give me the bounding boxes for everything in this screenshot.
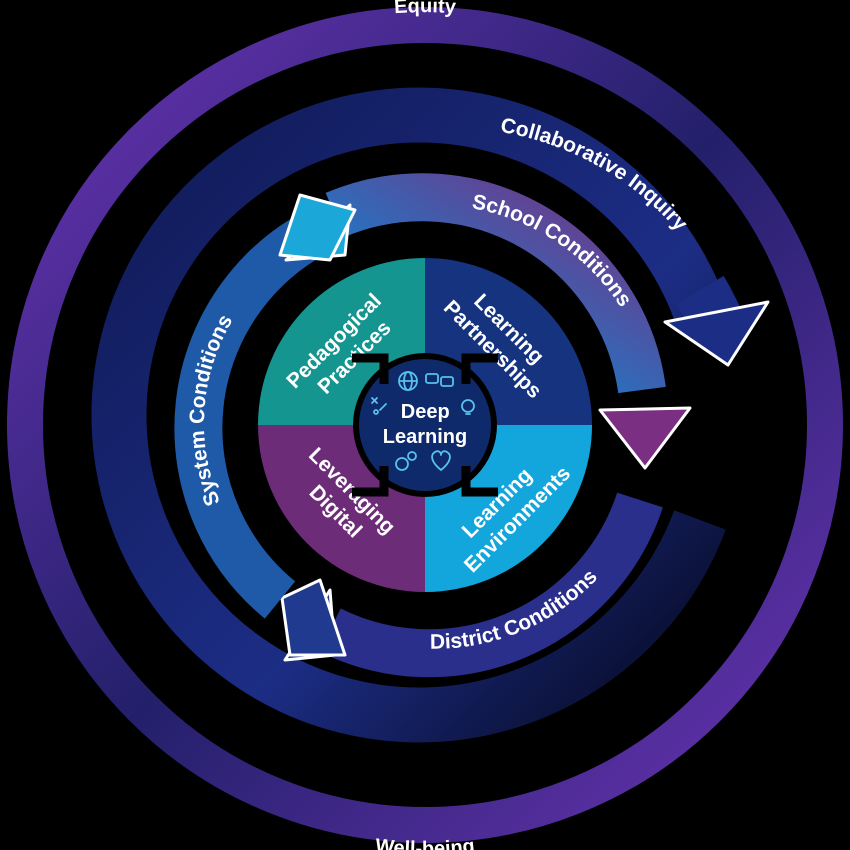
play-diagram-icon <box>371 397 387 415</box>
lightbulb-icon <box>461 399 475 415</box>
equity-label: Equity <box>393 0 457 18</box>
deep-learning-label: Deep Learning <box>383 401 467 448</box>
heart-icon <box>431 450 451 471</box>
globe-icon <box>398 371 418 391</box>
system-conditions-arrowhead <box>278 193 357 262</box>
school-conditions-arrowhead <box>598 406 692 470</box>
chat-bubbles-icon <box>425 373 454 387</box>
well-being-label: Well-being <box>374 835 476 850</box>
deep-learning-center: Deep Learning <box>352 353 498 497</box>
outer-ring: Equity Well-being <box>7 0 843 850</box>
gears-icon <box>395 451 417 471</box>
